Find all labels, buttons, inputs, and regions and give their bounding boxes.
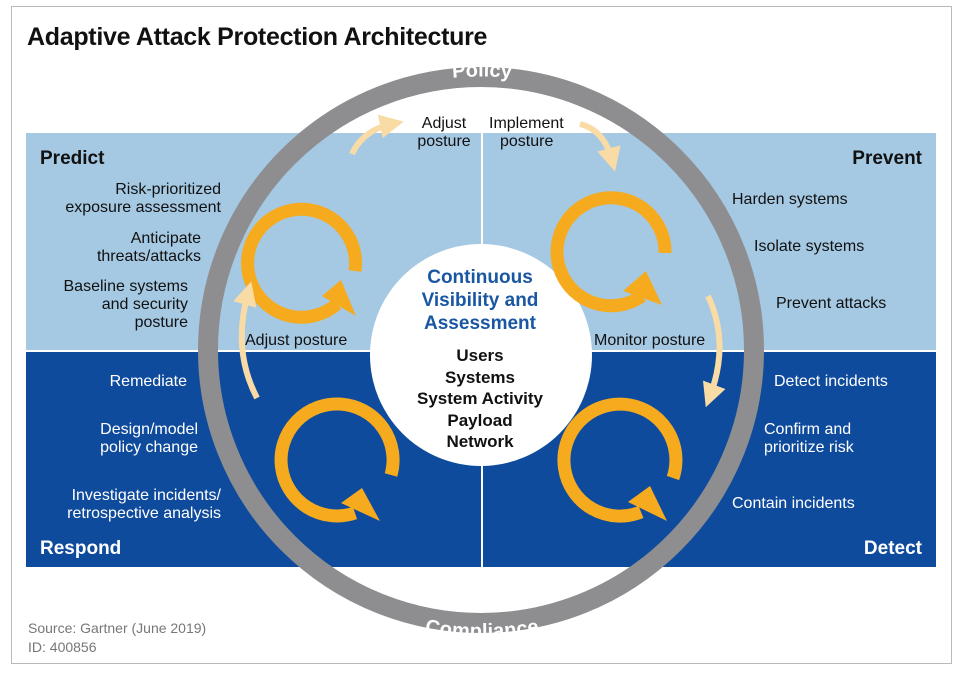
predict-label: Predict [40,148,105,169]
center-item-payload: Payload [447,410,513,430]
center-item-users: Users [456,346,504,365]
center-item-system-activity: System Activity [417,389,543,408]
transition-arrow-adjust-top [349,114,404,156]
transition-arrow-implement [579,121,621,172]
cycle-arrow-predict [241,202,363,324]
transition-arrow-monitor [703,294,726,408]
cycle-arrowhead-detect [628,486,667,521]
center-item-network: Network [446,432,514,451]
policy-label: Policy [451,59,513,82]
source-text: Source: Gartner (June 2019) [28,620,207,636]
detect-item-detect: Detect incidents [774,373,888,390]
cycle-arrow-detect [557,397,683,523]
transition-label-adjust-left: Adjust posture [245,332,348,349]
respond-item-remediate: Remediate [109,373,187,390]
detect-item-contain: Contain incidents [732,495,855,512]
detect-label: Detect [863,538,922,559]
cycle-arrowhead-prevent [623,271,662,305]
cycle-arrowhead-respond [341,488,380,521]
prevent-label: Prevent [852,148,922,169]
cycle-arrow-prevent [550,191,672,313]
respond-label: Respond [40,538,122,559]
transition-label-monitor: Monitor posture [594,332,706,349]
respond-item-investigate: Investigate incidents/retrospective anal… [67,487,221,522]
source-id: ID: 400856 [28,639,97,655]
cycle-arrow-respond [274,397,400,523]
center-title: Continuous Visibility and Assessment [421,267,539,334]
source-note: Source: Gartner (June 2019) ID: 400856 [28,619,206,657]
prevent-item-isolate: Isolate systems [754,238,865,255]
cycle-arrowhead-predict [322,280,356,316]
policy-compliance-ring [198,67,764,633]
page-title: Adaptive Attack Protection Architecture [27,23,488,51]
center-disc [370,244,592,466]
prevent-item-harden: Harden systems [732,191,848,208]
transition-arrow-adjust-left [233,281,260,400]
center-item-systems: Systems [445,367,515,387]
prevent-item-prevent-attacks: Prevent attacks [776,295,887,312]
center-list: Users Systems System Activity Payload Ne… [380,345,580,453]
